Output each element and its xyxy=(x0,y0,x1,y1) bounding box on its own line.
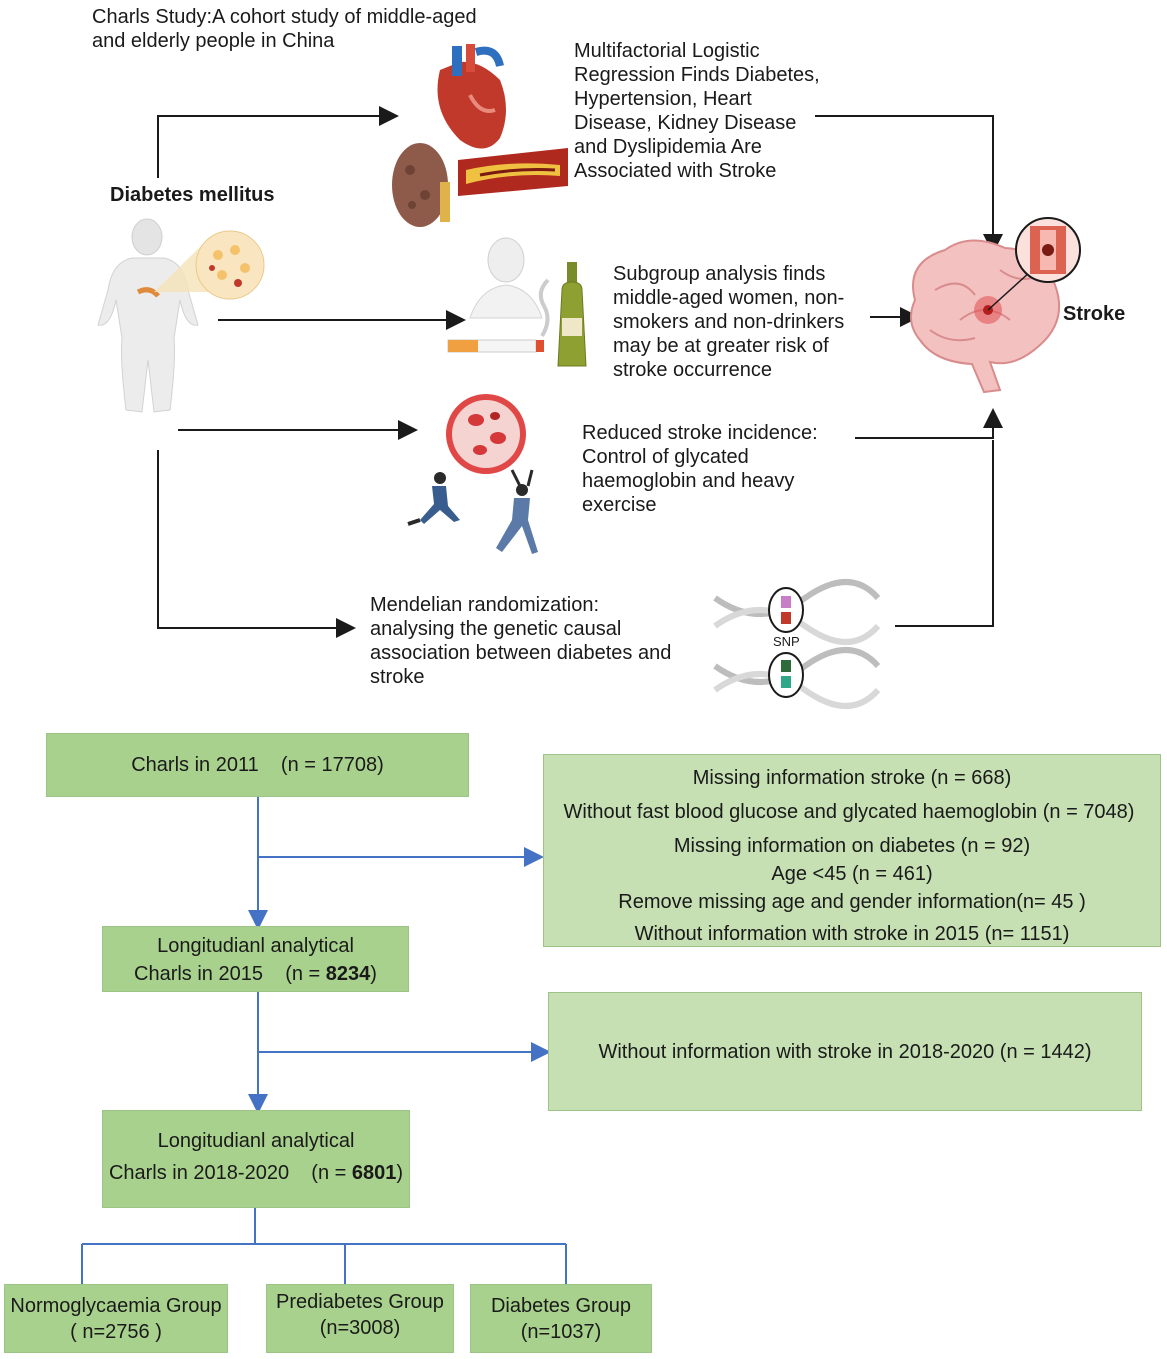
longitudinal-2018-suffix: ) xyxy=(396,1162,404,1184)
longitudinal-2015-title: Longitudianl analytical xyxy=(157,935,354,957)
group-count: (n=1037) xyxy=(520,1321,602,1343)
longitudinal-2018-n: 6801 xyxy=(351,1162,397,1184)
arrow-finding1-to-stroke xyxy=(815,115,1003,254)
top-illustration-canvas xyxy=(97,44,1081,709)
longitudinal-2015-suffix: ) xyxy=(370,963,377,985)
heart-icon xyxy=(437,44,506,149)
exclusion1-item: Remove missing age and gender informatio… xyxy=(618,891,1086,913)
longitudinal-2015-box: Longitudianl analytical Charls in 2015 (… xyxy=(102,926,409,992)
group-count: ( n=2756 ) xyxy=(70,1321,162,1343)
finding-reduced-incidence: Reduced stroke incidence: Control of gly… xyxy=(582,422,818,516)
exclusion1-item: Without information with stroke in 2015 … xyxy=(634,923,1070,945)
exposure-label: Diabetes mellitus xyxy=(110,184,275,206)
charls-2011-box: Charls in 2011 (n = 17708) xyxy=(46,733,469,797)
exclusion-box-1: Missing information stroke (n = 668) Wit… xyxy=(543,754,1161,947)
charls-2011-label: Charls in 2011 (n = 17708) xyxy=(131,754,384,776)
wine-bottle-icon xyxy=(557,262,587,367)
group-count: (n=3008) xyxy=(319,1317,401,1339)
exclusion1-item: Missing information on diabetes (n = 92) xyxy=(673,835,1031,857)
person-bust-icon xyxy=(469,237,543,319)
longitudinal-2015-n: 8234 xyxy=(325,963,371,985)
normoglycaemia-group-box: Normoglycaemia Group ( n=2756 ) xyxy=(4,1284,228,1353)
artery-plaque-icon xyxy=(458,148,568,196)
arrow-to-finding4 xyxy=(157,450,356,638)
blood-cells-icon xyxy=(446,394,526,474)
exclusion1-item: Age <45 (n = 461) xyxy=(771,863,933,885)
longitudinal-2018-count: Charls in 2018-2020 (n = 6801) xyxy=(103,1157,409,1189)
cigarette-icon xyxy=(447,278,550,353)
exclusion2-label: Without information with stroke in 2018-… xyxy=(598,1041,1092,1063)
longitudinal-2018-box: Longitudianl analytical Charls in 2018-2… xyxy=(102,1110,410,1208)
prediabetes-group-box: Prediabetes Group (n=3008) xyxy=(266,1284,454,1353)
arrow-finding3-to-stroke xyxy=(855,408,1003,439)
top-arrows xyxy=(157,106,1003,638)
running-person-icon xyxy=(407,472,460,526)
group-name: Diabetes Group xyxy=(490,1295,632,1317)
kidney-icon xyxy=(392,143,450,227)
stretching-person-icon xyxy=(496,469,538,554)
arrow-to-finding1 xyxy=(157,106,399,178)
pancreatic-cells-icon xyxy=(195,230,265,300)
group-name: Normoglycaemia Group xyxy=(10,1295,222,1317)
group-name: Prediabetes Group xyxy=(276,1291,444,1313)
exclusion-box-2: Without information with stroke in 2018-… xyxy=(548,992,1142,1111)
body-silhouette-icon xyxy=(97,218,265,413)
finding-subgroup-analysis: Subgroup analysis finds middle-aged wome… xyxy=(613,263,845,381)
longitudinal-2015-count: Charls in 2015 (n = 8234) xyxy=(103,961,408,987)
arrow-finding4-to-stroke xyxy=(895,440,994,627)
outcome-label: Stroke xyxy=(1063,303,1126,325)
snp-label: SNP xyxy=(773,634,800,649)
exclusion1-item: Missing information stroke (n = 668) xyxy=(692,767,1012,789)
longitudinal-2015-prefix: Charls in 2015 (n = xyxy=(134,963,326,985)
finding-mendelian-randomization: Mendelian randomization: analysing the g… xyxy=(370,594,672,688)
brain-stroke-icon xyxy=(910,217,1081,394)
exclusion1-item: Without fast blood glucose and glycated … xyxy=(563,801,1135,823)
longitudinal-2018-title: Longitudianl analytical xyxy=(157,1130,355,1152)
dna-snp-icon xyxy=(713,579,881,709)
study-title: Charls Study:A cohort study of middle-ag… xyxy=(92,6,477,52)
longitudinal-2018-prefix: Charls in 2018-2020 (n = xyxy=(108,1162,352,1184)
diabetes-group-box: Diabetes Group (n=1037) xyxy=(470,1284,652,1353)
pancreas-icon xyxy=(136,287,160,298)
finding-logistic-regression: Multifactorial Logistic Regression Finds… xyxy=(574,40,820,182)
